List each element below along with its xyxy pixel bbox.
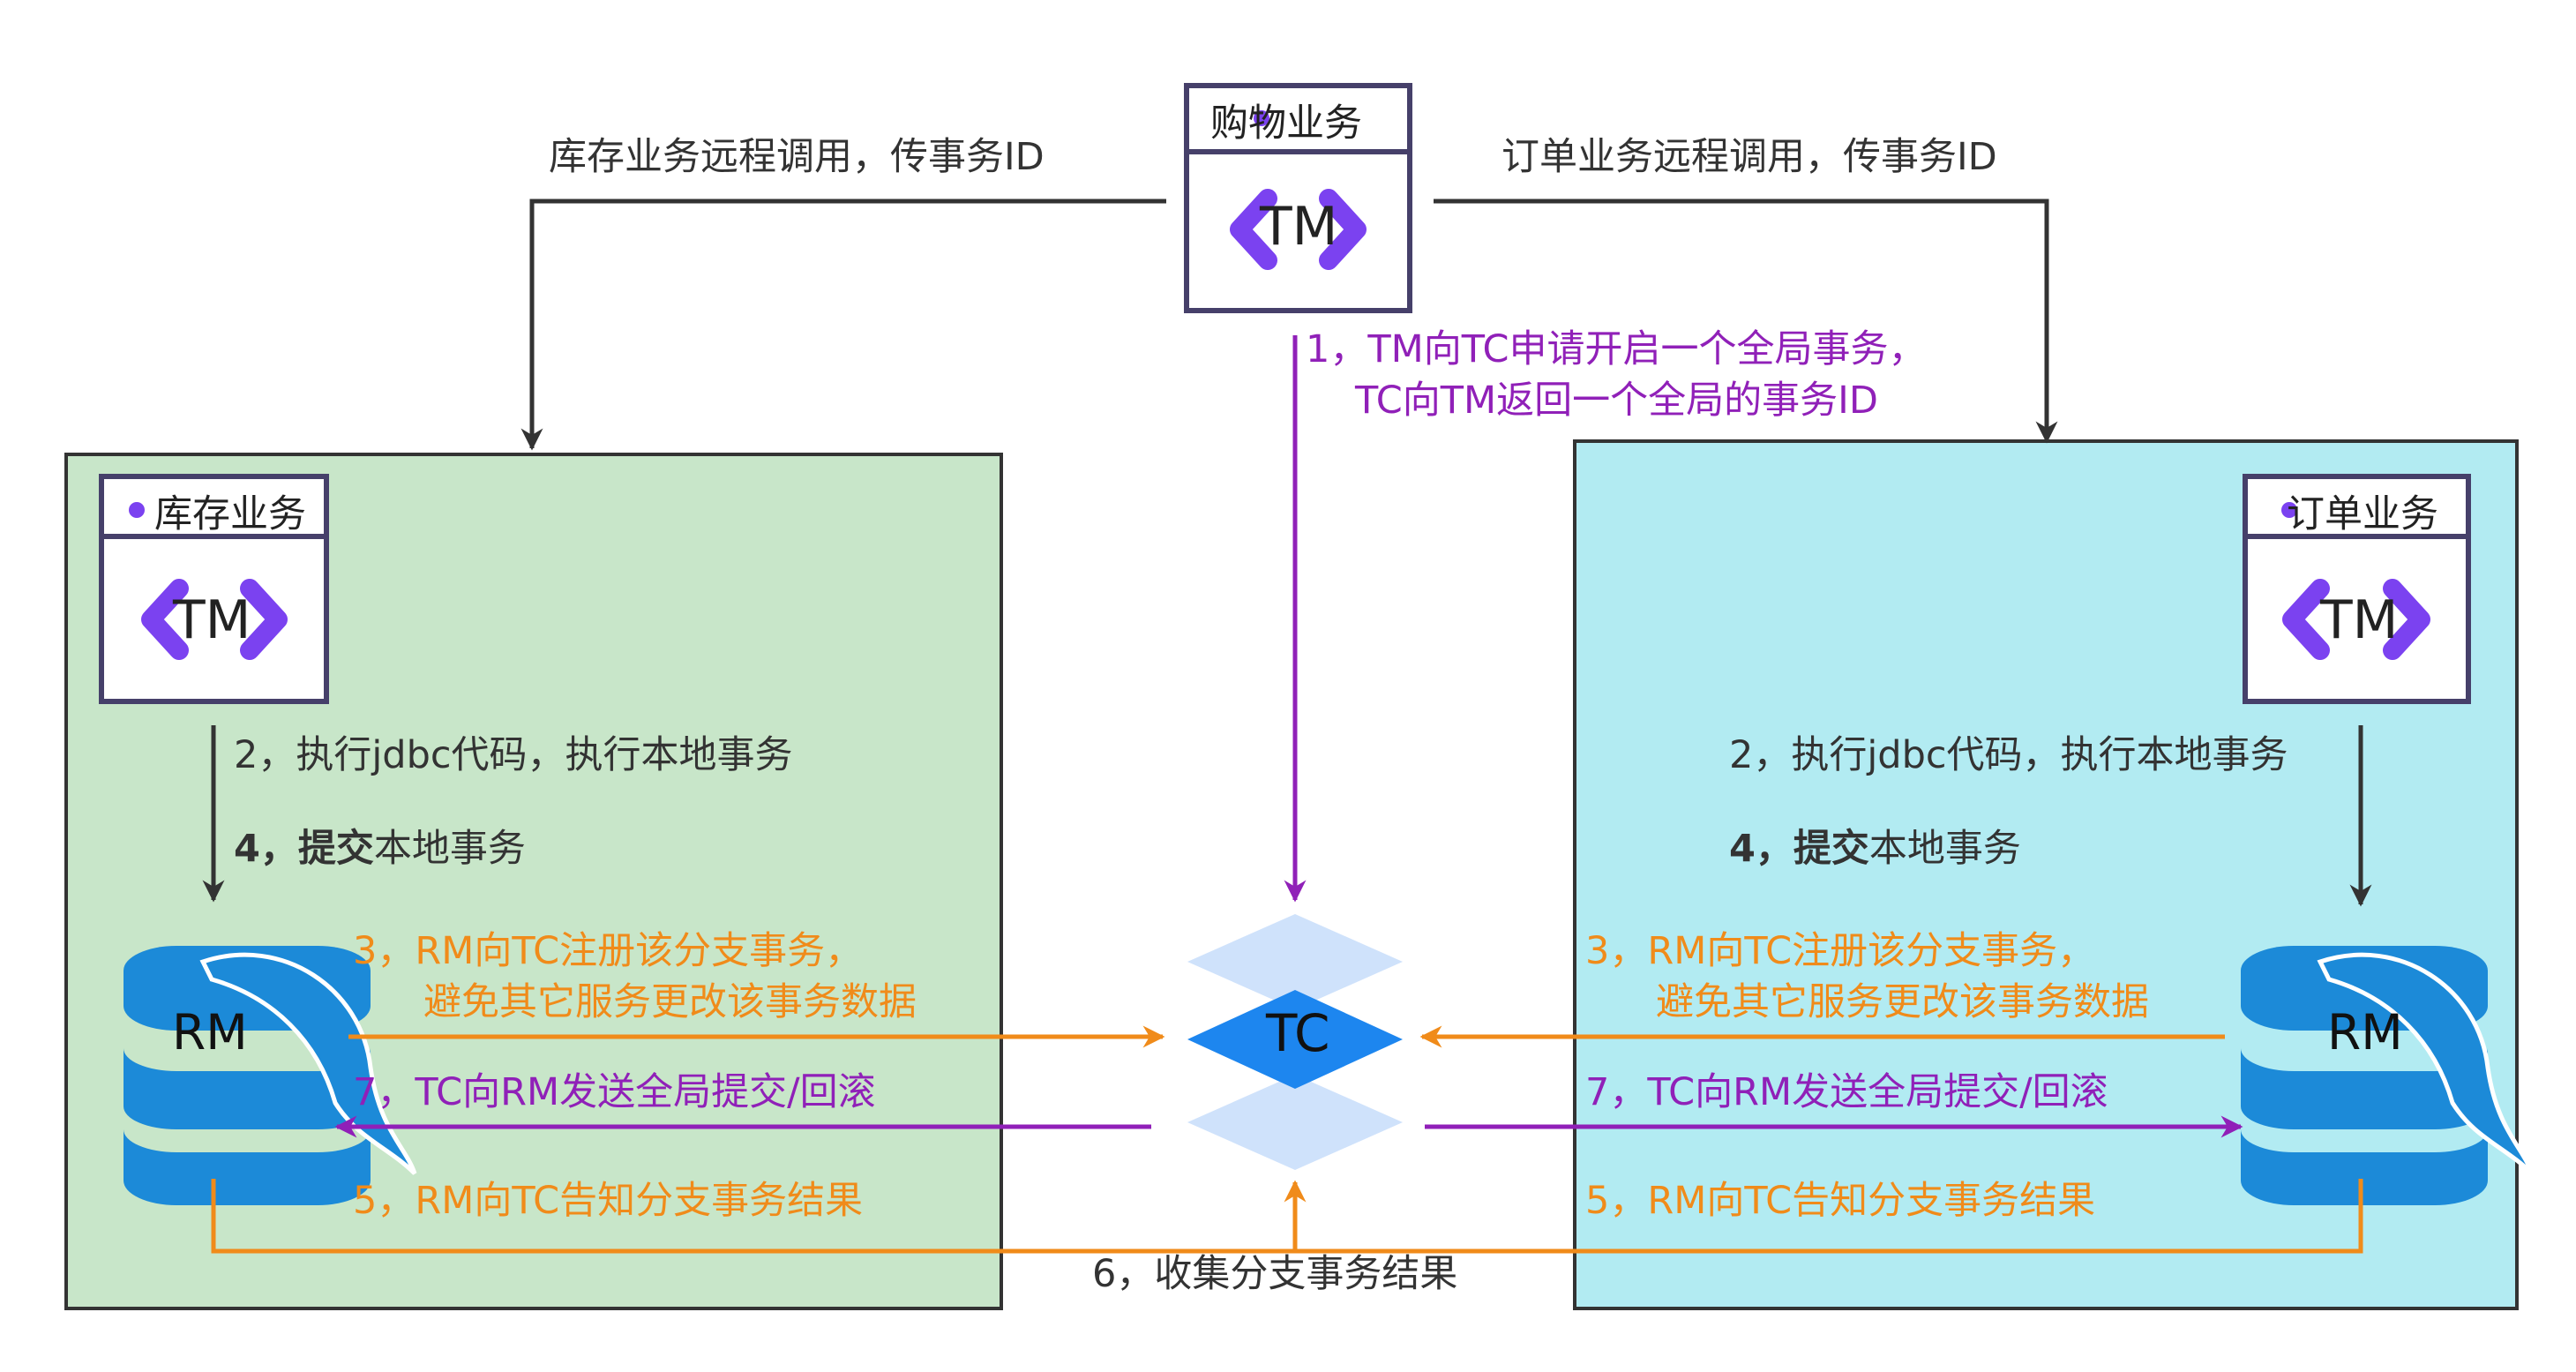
code-brackets-icon bbox=[141, 579, 288, 660]
step4-bold-text: 4，提交 bbox=[234, 827, 374, 871]
inventory-step3-label-line1: 3，RM向TC注册该分支事务， bbox=[353, 929, 864, 973]
order-step3-label-line2: 避免其它服务更改该事务数据 bbox=[1656, 980, 2149, 1024]
inventory-step2-label: 2，执行jdbc代码，执行本地事务 bbox=[234, 733, 793, 777]
shop-window-title: 购物业务 bbox=[1210, 101, 1362, 146]
inventory-step7-label: 7，TC向RM发送全局提交/回滚 bbox=[353, 1070, 876, 1114]
step6-label: 6，收集分支事务结果 bbox=[1092, 1252, 1458, 1296]
inventory-tm-window bbox=[99, 474, 329, 704]
order-remote-call-arrow bbox=[1434, 199, 2058, 444]
tc-layers-icon bbox=[1187, 914, 1403, 1170]
window-dot-icon bbox=[129, 502, 145, 518]
tc-label: TC bbox=[1266, 1003, 1330, 1063]
order-step5-line bbox=[1295, 1179, 2363, 1254]
order-step2-label: 2，执行jdbc代码，执行本地事务 bbox=[1729, 733, 2288, 777]
inventory-step5-line bbox=[211, 1179, 1295, 1254]
window-dot-icon bbox=[1254, 110, 1269, 126]
code-brackets-icon bbox=[2282, 579, 2430, 660]
inventory-tm-label: TM bbox=[173, 589, 251, 651]
order-step5-label: 5，RM向TC告知分支事务结果 bbox=[1585, 1179, 2096, 1223]
order-step7-label: 7，TC向RM发送全局提交/回滚 bbox=[1585, 1070, 2108, 1114]
code-brackets-icon bbox=[1230, 189, 1367, 270]
step1-label-line1: 1，TM向TC申请开启一个全局事务， bbox=[1306, 327, 1927, 371]
inventory-remote-call-label: 库存业务远程调用，传事务ID bbox=[549, 135, 1045, 179]
order-window-title: 订单业务 bbox=[2287, 492, 2438, 536]
step4-rest-text: 本地事务 bbox=[1868, 827, 2021, 871]
step1-label-line2: TC向TM返回一个全局的事务ID bbox=[1355, 379, 1878, 423]
shop-tm-label: TM bbox=[1260, 196, 1338, 258]
step4-bold-text: 4，提交 bbox=[1729, 827, 1869, 871]
order-tm-label: TM bbox=[2320, 589, 2399, 651]
inventory-step4-label: 4，提交本地事务 bbox=[234, 826, 526, 873]
order-tm-window bbox=[2243, 474, 2471, 704]
dolphin-icon bbox=[199, 952, 417, 1175]
inventory-step5-label: 5，RM向TC告知分支事务结果 bbox=[353, 1179, 864, 1223]
shop-tm-window bbox=[1184, 83, 1412, 313]
order-rm-label: RM bbox=[2327, 1004, 2403, 1061]
window-dot-icon bbox=[2281, 502, 2297, 518]
order-remote-call-label: 订单业务远程调用，传事务ID bbox=[1501, 135, 1997, 179]
inventory-window-title: 库存业务 bbox=[154, 492, 306, 536]
dolphin-icon bbox=[2317, 952, 2535, 1175]
order-step3-label-line1: 3，RM向TC注册该分支事务， bbox=[1585, 929, 2096, 973]
inventory-step3-label-line2: 避免其它服务更改该事务数据 bbox=[423, 980, 917, 1024]
inventory-remote-call-arrow bbox=[520, 199, 1166, 451]
step4-rest-text: 本地事务 bbox=[373, 827, 526, 871]
order-database-icon bbox=[2241, 946, 2535, 1205]
order-step4-label: 4，提交本地事务 bbox=[1729, 826, 2021, 873]
inventory-rm-label: RM bbox=[172, 1004, 248, 1061]
inventory-database-icon bbox=[124, 946, 417, 1205]
